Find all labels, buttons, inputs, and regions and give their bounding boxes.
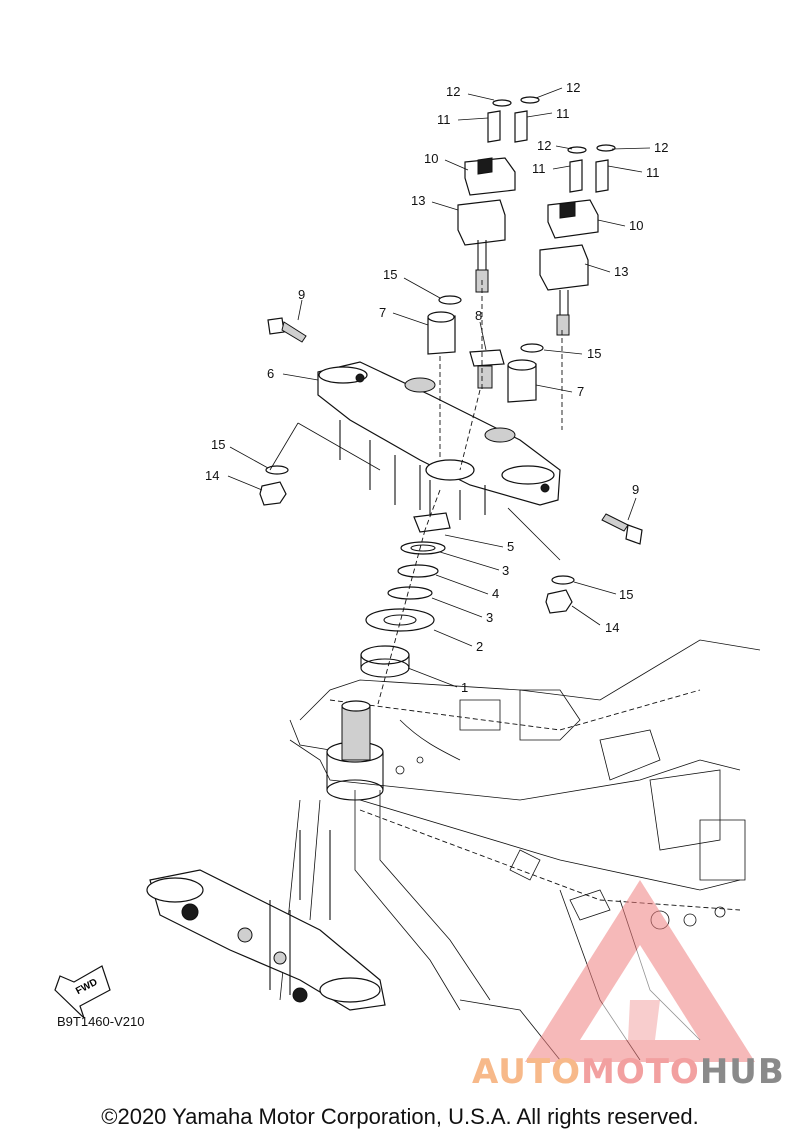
- callout-2: 2: [476, 639, 483, 654]
- handle-holder-left: [457, 96, 540, 293]
- callout-11: 11: [646, 165, 660, 180]
- upper-bracket: [317, 361, 561, 520]
- callout-6: 6: [267, 366, 274, 381]
- callout-11: 11: [556, 106, 570, 121]
- alignment-lines: [269, 280, 563, 705]
- callout-11: 11: [532, 161, 546, 176]
- steering-head-pipe: [326, 700, 384, 801]
- callout-3: 3: [502, 563, 509, 578]
- watermark-text: AUTOMOTOHUB: [472, 1052, 785, 1092]
- copyright-notice: ©2020 Yamaha Motor Corporation, U.S.A. A…: [101, 1104, 699, 1129]
- callout-15: 15: [587, 346, 601, 361]
- callout-8: 8: [475, 308, 482, 323]
- callout-1: 1: [461, 680, 468, 695]
- callout-14: 14: [205, 468, 219, 483]
- watermark-logo: [525, 880, 755, 1062]
- callout-10: 10: [424, 151, 438, 166]
- callout-10: 10: [629, 218, 643, 233]
- callout-9: 9: [298, 287, 305, 302]
- watermark-part-hub: HUB: [699, 1052, 785, 1092]
- callout-5: 5: [507, 539, 514, 554]
- callout-12: 12: [446, 84, 460, 99]
- fwd-direction-badge: FWD: [54, 965, 111, 1019]
- callout-4: 4: [492, 586, 499, 601]
- callout-15: 15: [383, 267, 397, 282]
- callout-15: 15: [619, 587, 633, 602]
- callout-11: 11: [437, 112, 451, 127]
- callout-12: 12: [654, 140, 668, 155]
- leader-lines: [227, 87, 651, 688]
- callout-7: 7: [379, 305, 386, 320]
- callout-12: 12: [537, 138, 551, 153]
- callout-3: 3: [486, 610, 493, 625]
- callout-13: 13: [411, 193, 425, 208]
- handle-holder-right: [539, 144, 616, 336]
- callout-9: 9: [632, 482, 639, 497]
- watermark-part-auto: AUTO: [472, 1052, 581, 1092]
- callout-15: 15: [211, 437, 225, 452]
- callout-labels: 12 12 11 11 10 13 12 12 11 11 10 13 15 9…: [205, 80, 668, 695]
- callout-14: 14: [605, 620, 619, 635]
- collars-and-fasteners: [259, 295, 643, 614]
- callout-12: 12: [566, 80, 580, 95]
- callout-13: 13: [614, 264, 628, 279]
- diagram-code: B9T1460-V210: [57, 1014, 145, 1029]
- lower-bracket: [146, 830, 386, 1011]
- watermark-part-moto: MOTO: [580, 1052, 700, 1092]
- steering-bearing-stack: [360, 512, 451, 678]
- callout-7: 7: [577, 384, 584, 399]
